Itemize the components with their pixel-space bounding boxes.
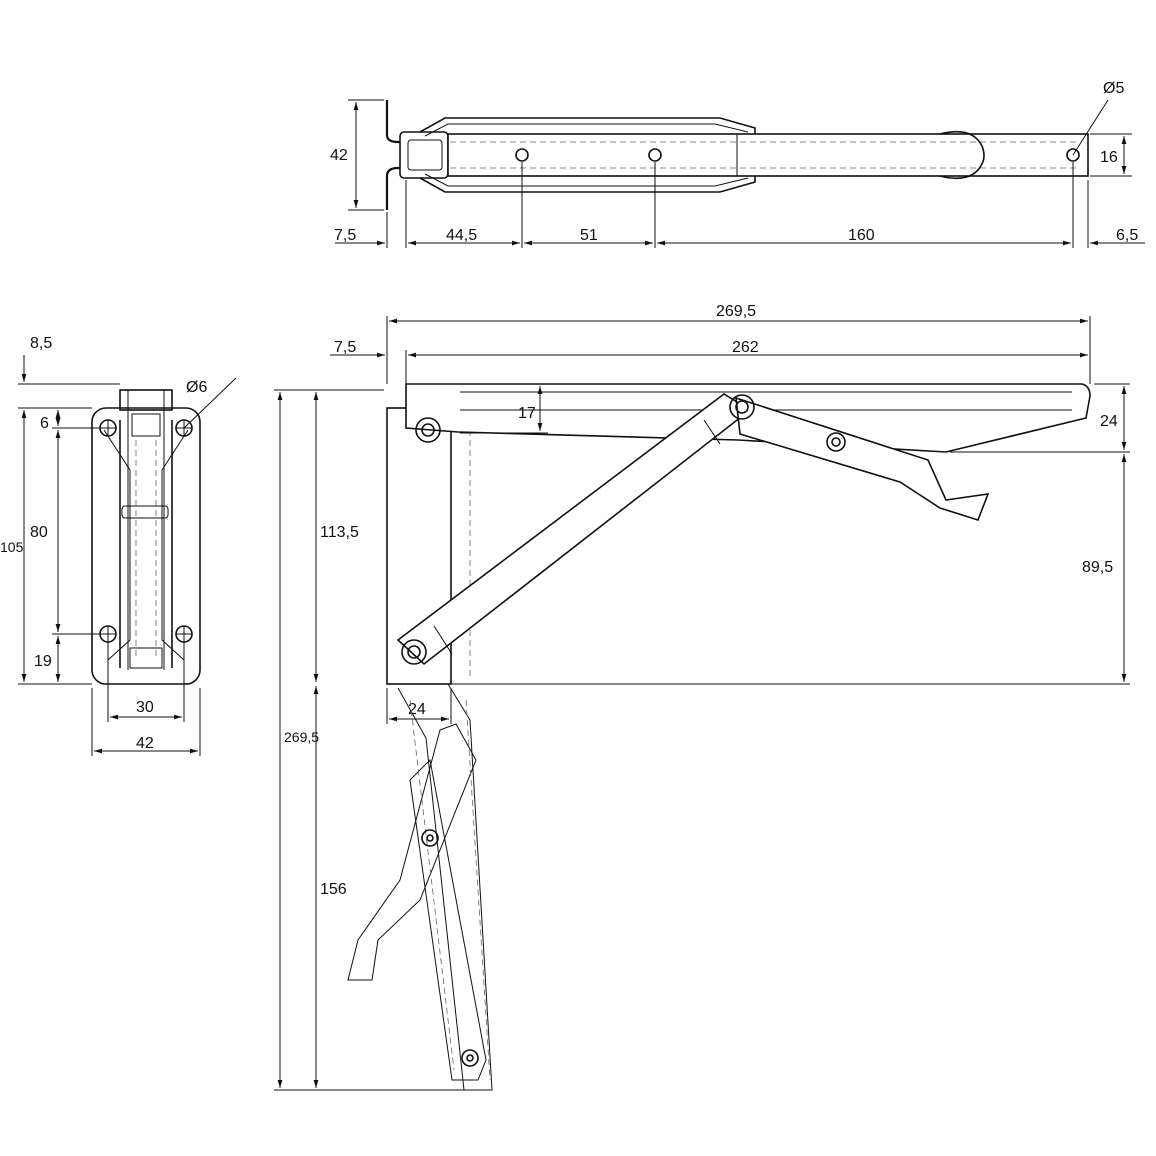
total-height-label: 269,5 xyxy=(284,729,319,745)
total-length-label: 269,5 xyxy=(716,303,756,320)
vertical-upper-label: 113,5 xyxy=(320,524,359,541)
front-view: Ø6 8,5 6 105 80 19 30 42 xyxy=(0,335,237,756)
top-view: Ø5 42 16 7,5 44,5 51 160 6,5 xyxy=(330,80,1145,248)
front-hole-diameter-label: Ø6 xyxy=(186,379,207,396)
inner-width-label: 30 xyxy=(136,699,154,716)
folded-position xyxy=(347,683,493,1091)
tube-height-label: 16 xyxy=(1100,149,1118,166)
hole-spacing-label: 80 xyxy=(30,524,48,541)
folded-length-label: 156 xyxy=(320,881,347,898)
offset-left-label: 7,5 xyxy=(334,227,356,244)
top-gap-label: 17 xyxy=(518,405,536,422)
left-offset-label: 7,5 xyxy=(334,339,356,356)
front-height-label: 105 xyxy=(0,539,24,555)
top-offset-label: 8,5 xyxy=(30,335,52,352)
outer-width-label: 42 xyxy=(136,735,154,752)
segment-3-label: 160 xyxy=(848,227,875,244)
hole-bottom-label: 19 xyxy=(34,653,52,670)
vertical-right-label: 89,5 xyxy=(1082,559,1113,576)
hole-top-label: 6 xyxy=(40,415,49,432)
arm-height-label: 24 xyxy=(1100,413,1118,430)
segment-1-label: 44,5 xyxy=(446,227,477,244)
hole-diameter-label: Ø5 xyxy=(1103,80,1124,97)
side-view: 269,5 262 7,5 17 24 89,5 xyxy=(274,303,1130,1091)
arm-length-label: 262 xyxy=(732,339,759,356)
segment-2-label: 51 xyxy=(580,227,598,244)
overall-height-label: 42 xyxy=(330,147,348,164)
offset-right-label: 6,5 xyxy=(1116,227,1138,244)
